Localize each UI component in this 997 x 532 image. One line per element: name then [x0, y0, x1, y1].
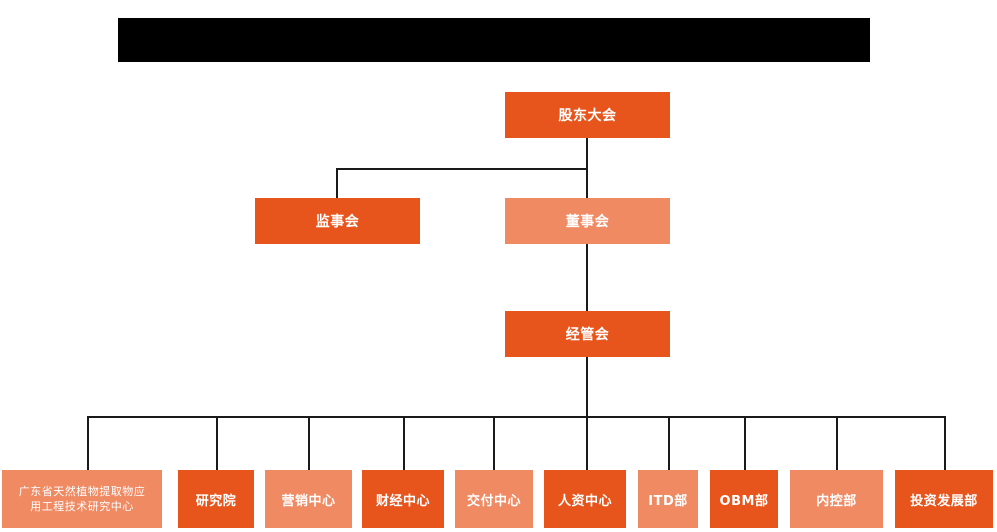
connector-vertical	[493, 416, 495, 470]
org-node-management[interactable]: 经管会	[505, 311, 670, 357]
org-node-label: 营销中心	[281, 493, 336, 509]
org-node-label: 财经中心	[375, 493, 430, 509]
org-node-label: 交付中心	[466, 493, 521, 509]
org-node-label: OBM部	[719, 493, 769, 509]
org-node-label: 内控部	[816, 493, 857, 509]
connector-vertical	[586, 357, 588, 417]
org-node-dept-05[interactable]: 交付中心	[455, 470, 533, 528]
org-node-label: ITD部	[648, 493, 688, 509]
org-node-label: 经管会	[565, 327, 610, 343]
connector-vertical	[668, 416, 670, 470]
connector-horizontal	[87, 416, 945, 418]
org-node-label: 广东省天然植物提取物应用工程技术研究中心	[18, 485, 146, 513]
org-node-label: 董事会	[565, 214, 610, 230]
connector-vertical	[87, 416, 89, 470]
org-node-dept-07[interactable]: ITD部	[638, 470, 698, 528]
org-node-shareholders[interactable]: 股东大会	[505, 92, 670, 138]
org-node-dept-08[interactable]: OBM部	[710, 470, 778, 528]
org-node-label: 投资发展部	[910, 493, 978, 509]
org-node-dept-09[interactable]: 内控部	[790, 470, 883, 528]
title-banner	[118, 18, 870, 62]
connector-vertical	[336, 168, 338, 198]
org-node-label: 监事会	[315, 214, 360, 230]
org-node-label: 股东大会	[558, 108, 617, 124]
connector-vertical	[944, 416, 946, 470]
org-node-label: 人资中心	[557, 493, 612, 509]
org-node-directors[interactable]: 董事会	[505, 198, 670, 244]
connector-horizontal	[336, 168, 588, 170]
connector-vertical	[308, 416, 310, 470]
org-node-dept-03[interactable]: 营销中心	[265, 470, 352, 528]
org-node-label: 研究院	[195, 493, 237, 509]
connector-vertical	[403, 416, 405, 470]
org-node-supervisors[interactable]: 监事会	[255, 198, 420, 244]
connector-vertical	[586, 244, 588, 311]
org-node-dept-04[interactable]: 财经中心	[362, 470, 444, 528]
org-node-dept-10[interactable]: 投资发展部	[895, 470, 993, 528]
org-node-dept-02[interactable]: 研究院	[178, 470, 254, 528]
org-node-dept-06[interactable]: 人资中心	[544, 470, 626, 528]
connector-vertical	[836, 416, 838, 470]
org-node-dept-01[interactable]: 广东省天然植物提取物应用工程技术研究中心	[2, 470, 162, 528]
connector-vertical	[216, 416, 218, 470]
connector-vertical	[586, 416, 588, 470]
connector-vertical	[744, 416, 746, 470]
